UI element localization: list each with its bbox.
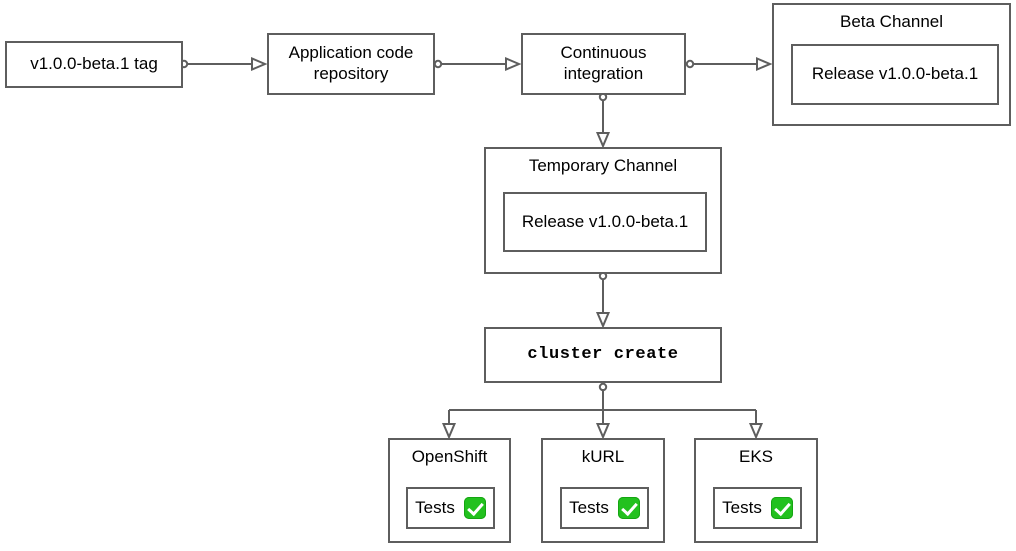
node-tag[interactable]: v1.0.0-beta.1 tag	[5, 41, 183, 88]
green-check-icon	[770, 497, 793, 519]
node-temporary-channel-release-label: Release v1.0.0-beta.1	[521, 211, 689, 231]
edge-tag-to-repo	[179, 56, 268, 72]
node-eks-title: EKS	[738, 447, 774, 466]
node-beta-channel-release[interactable]: Release v1.0.0-beta.1	[791, 44, 999, 105]
node-continuous-integration[interactable]: Continuous integration	[521, 33, 686, 95]
node-temporary-channel-title: Temporary Channel	[528, 156, 678, 175]
node-cluster-create[interactable]: cluster create	[484, 327, 722, 383]
node-beta-channel-title: Beta Channel	[839, 12, 944, 31]
green-check-icon	[463, 497, 486, 519]
node-cluster-create-label: cluster create	[527, 344, 679, 364]
node-kurl-tests[interactable]: Tests	[560, 487, 649, 529]
node-eks-tests[interactable]: Tests	[713, 487, 802, 529]
green-check-icon	[617, 497, 640, 519]
edge-ci-to-temporary-channel	[595, 92, 611, 149]
node-temporary-channel-release[interactable]: Release v1.0.0-beta.1	[503, 192, 707, 252]
node-eks-tests-label: Tests	[722, 497, 762, 517]
node-continuous-integration-label: Continuous integration	[560, 43, 647, 83]
node-kurl-title: kURL	[581, 447, 625, 466]
node-eks[interactable]: EKS Tests	[694, 438, 818, 543]
node-tag-label: v1.0.0-beta.1 tag	[30, 54, 158, 74]
node-kurl[interactable]: kURL Tests	[541, 438, 665, 543]
node-temporary-channel[interactable]: Temporary Channel Release v1.0.0-beta.1	[484, 147, 722, 274]
node-openshift[interactable]: OpenShift Tests	[388, 438, 511, 543]
node-openshift-tests[interactable]: Tests	[406, 487, 495, 529]
node-beta-channel-release-label: Release v1.0.0-beta.1	[811, 64, 979, 84]
edge-repo-to-ci	[433, 56, 522, 72]
edge-cluster-create-to-platforms	[441, 382, 764, 440]
node-application-code-repository-label: Application code repository	[288, 43, 414, 83]
node-openshift-tests-label: Tests	[415, 497, 455, 517]
node-kurl-tests-label: Tests	[569, 497, 609, 517]
edge-temporary-channel-to-cluster-create	[595, 271, 611, 329]
edge-ci-to-beta-channel	[685, 56, 773, 72]
node-application-code-repository[interactable]: Application code repository	[267, 33, 435, 95]
node-openshift-title: OpenShift	[411, 447, 488, 466]
node-beta-channel[interactable]: Beta Channel Release v1.0.0-beta.1	[772, 3, 1011, 126]
